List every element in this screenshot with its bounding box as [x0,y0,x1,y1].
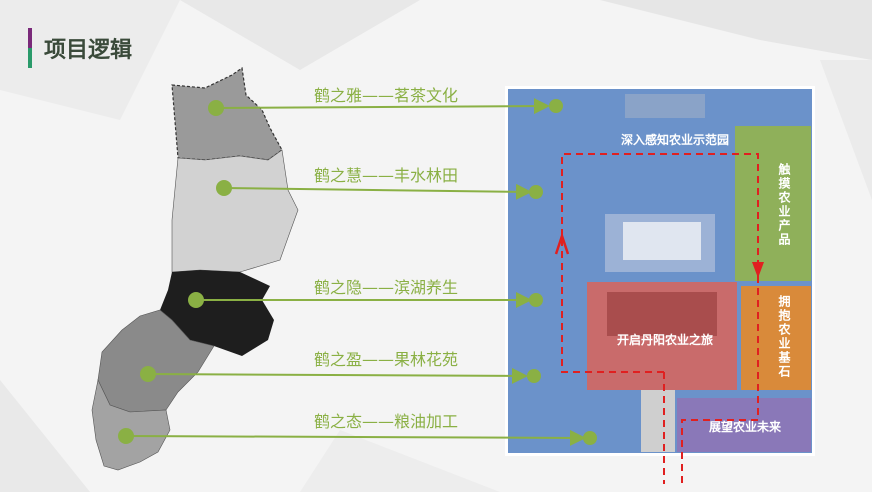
region-tai [91,379,171,471]
title-accent-bar-green [28,48,32,68]
region-hui [171,149,299,273]
dot-ya [208,100,224,116]
zone-label-top: 深入感知农业示范园 [620,133,729,147]
region-label-yin: 鹤之隐——滨湖养生 [314,278,459,297]
region-label-tai: 鹤之态——粮油加工 [314,412,459,431]
region-label-ying: 鹤之盈——果林花苑 [314,350,459,369]
floor-plan [505,86,815,456]
dot-tai [118,428,134,444]
zone-label-center: 开启丹阳农业之旅 [616,333,713,347]
region-map [91,66,299,471]
zone-label-right-mid: 拥抱农业基石 [777,295,791,379]
dot-yin [188,292,204,308]
region-label-ya: 鹤之雅——茗茶文化 [314,86,459,105]
region-label-hui: 鹤之慧——丰水林田 [314,166,459,185]
zone-label-right-top: 触摸农业产品 [777,163,791,247]
region-yin [160,270,274,356]
dot-hui [216,180,232,196]
page-title: 项目逻辑 [44,38,133,63]
plan-drawing [505,86,815,456]
zone-label-bottom: 展望农业未来 [708,420,781,434]
dot-ying [140,366,156,382]
